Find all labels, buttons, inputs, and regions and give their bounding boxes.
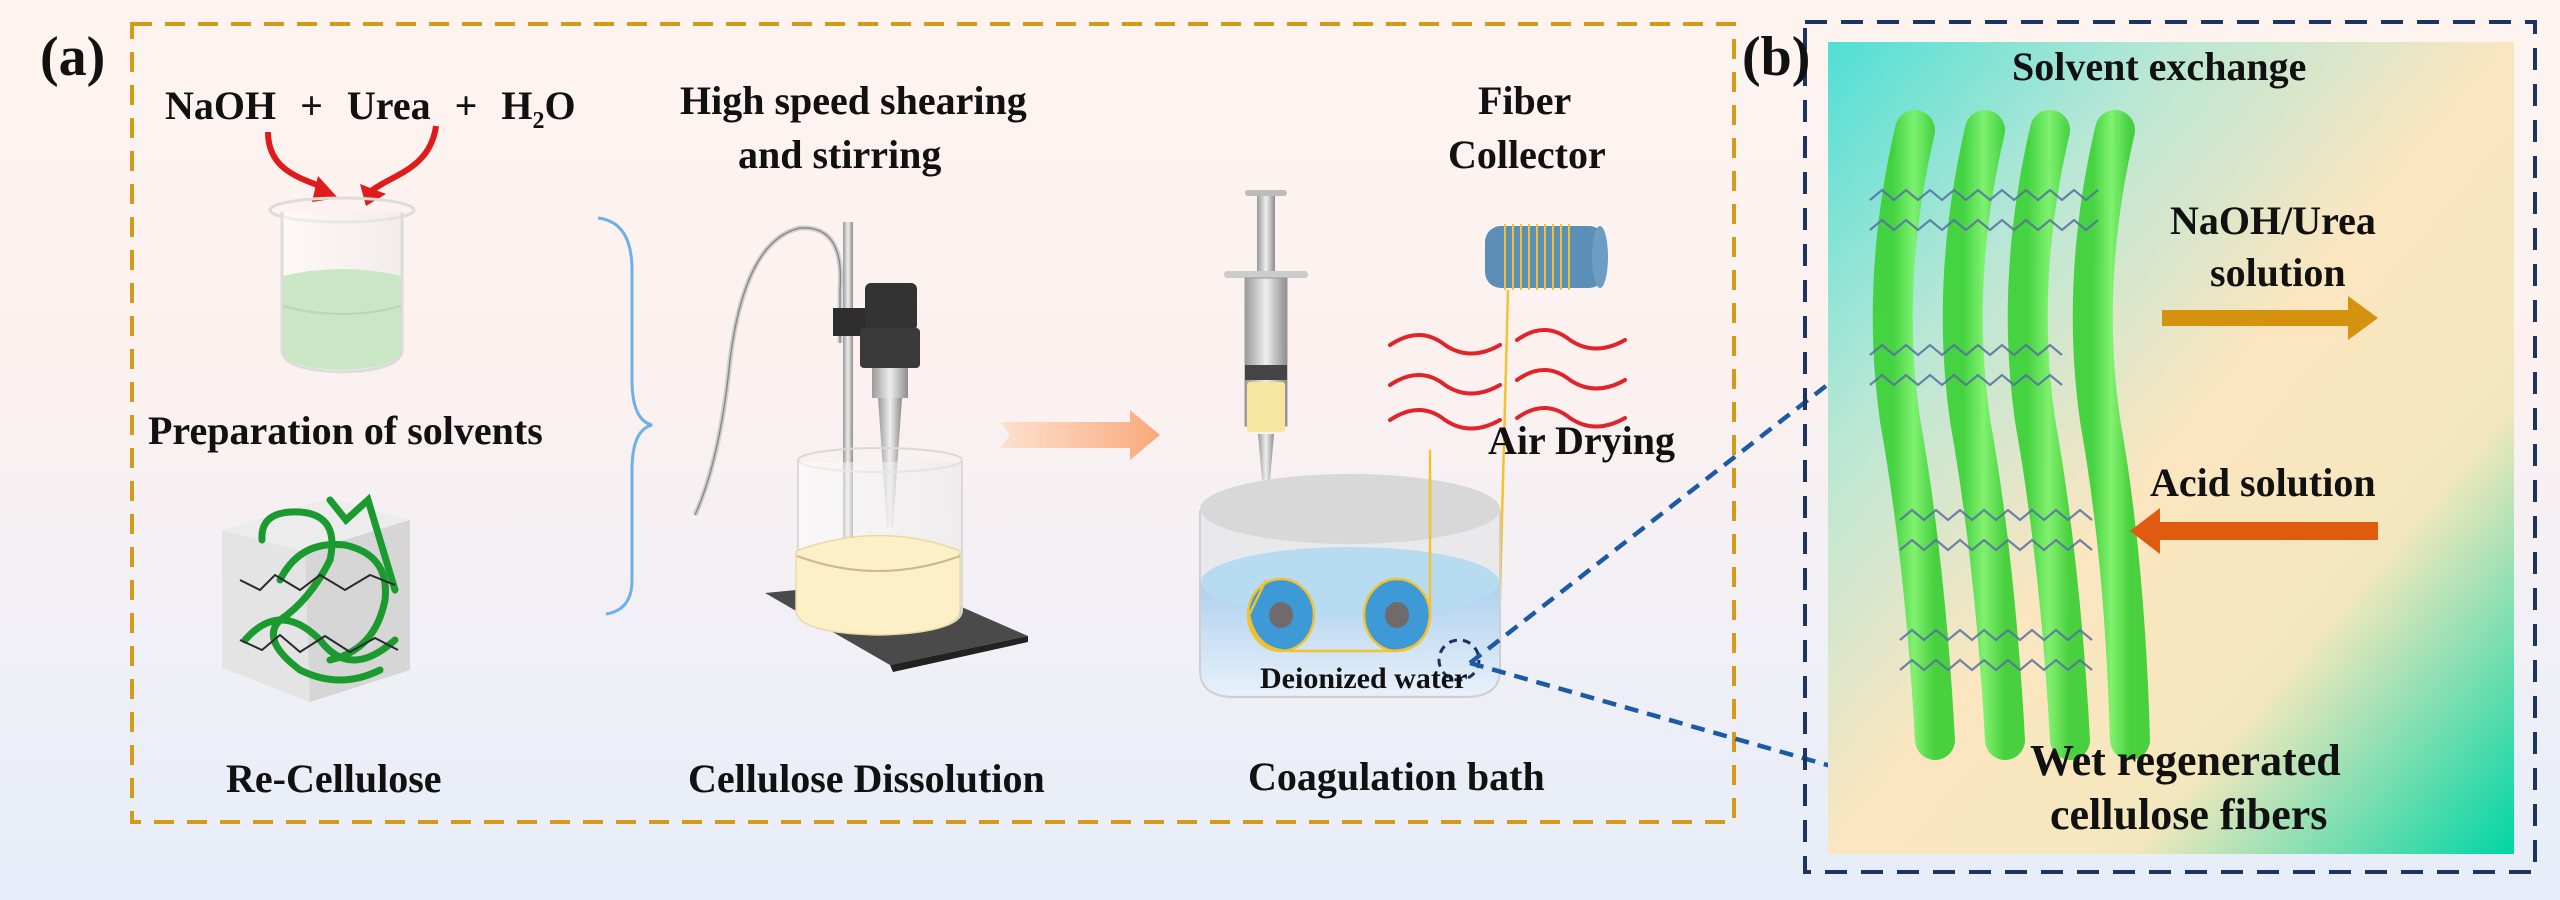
homogenizer [692,222,920,557]
blue-brace [597,216,653,616]
preparation-label: Preparation of solvents [148,408,543,453]
motor-body [860,328,920,368]
acid-solution-label: Acid solution [2150,460,2376,505]
reagent-urea: Urea [346,83,431,128]
air-drying-waves [1388,328,1627,431]
coagulation-bath [1199,450,1501,698]
solvent-exchange-title: Solvent exchange [2012,44,2307,89]
green-solvent [283,269,401,370]
reagent-naoh: NaOH [165,83,277,128]
zoom-line-lower [1469,660,1881,783]
motor-top [865,283,917,331]
inflow-arrow [2130,508,2378,554]
syringe [1224,190,1308,580]
process-flow-arrow [1000,410,1160,460]
panel-b-letter: (b) [1742,26,1811,88]
zoom-line-upper [1468,338,1887,665]
naoh-urea-label-line2: solution [2210,250,2346,295]
panel-b-border [1803,20,2537,874]
dissolution-beaker [765,447,1028,672]
red-arrow-left-head [312,176,338,202]
dissolution-label: Cellulose Dissolution [688,756,1045,801]
motor-neck [872,368,908,398]
molecular-chains [1869,188,2099,672]
result-label-line2: cellulose fibers [2050,790,2328,839]
red-arrow-right-head [360,184,386,206]
naoh-urea-label-line1: NaOH/Urea [2170,198,2376,243]
re-cellulose-cube [222,493,410,702]
panel-a-letter: (a) [40,26,106,88]
fiber-path [1247,450,1432,653]
shearing-label-line1: High speed shearing [680,78,1027,123]
reagent-water: H2O [501,83,576,134]
magnified-spot [1437,638,1481,682]
result-label-line1: Wet regenerated [2030,736,2341,785]
stand-rod [843,222,853,557]
reagents-formula: NaOH + Urea + H2O [165,85,576,134]
outflow-arrow [2162,296,2378,340]
cellulose-fibers [1872,110,2150,760]
air-drying-label: Air Drying [1488,418,1676,463]
red-arrow-left [265,131,327,191]
plus-sign: + [300,83,323,128]
plus-sign: + [454,83,478,128]
syringe-solution [1247,382,1285,432]
fiber-collector-label-line1: Fiber [1478,78,1572,123]
red-arrow-right [368,125,439,195]
coagulation-label: Coagulation bath [1248,754,1545,799]
shearing-label-line2: and stirring [738,132,942,177]
yellow-solution [795,534,961,636]
solvent-beaker [268,196,416,374]
panel-a-border [130,22,1736,824]
deionized-water-label: Deionized water [1260,662,1468,695]
re-cellulose-label: Re-Cellulose [226,756,442,801]
fiber-collector-label-line2: Collector [1448,132,1606,177]
